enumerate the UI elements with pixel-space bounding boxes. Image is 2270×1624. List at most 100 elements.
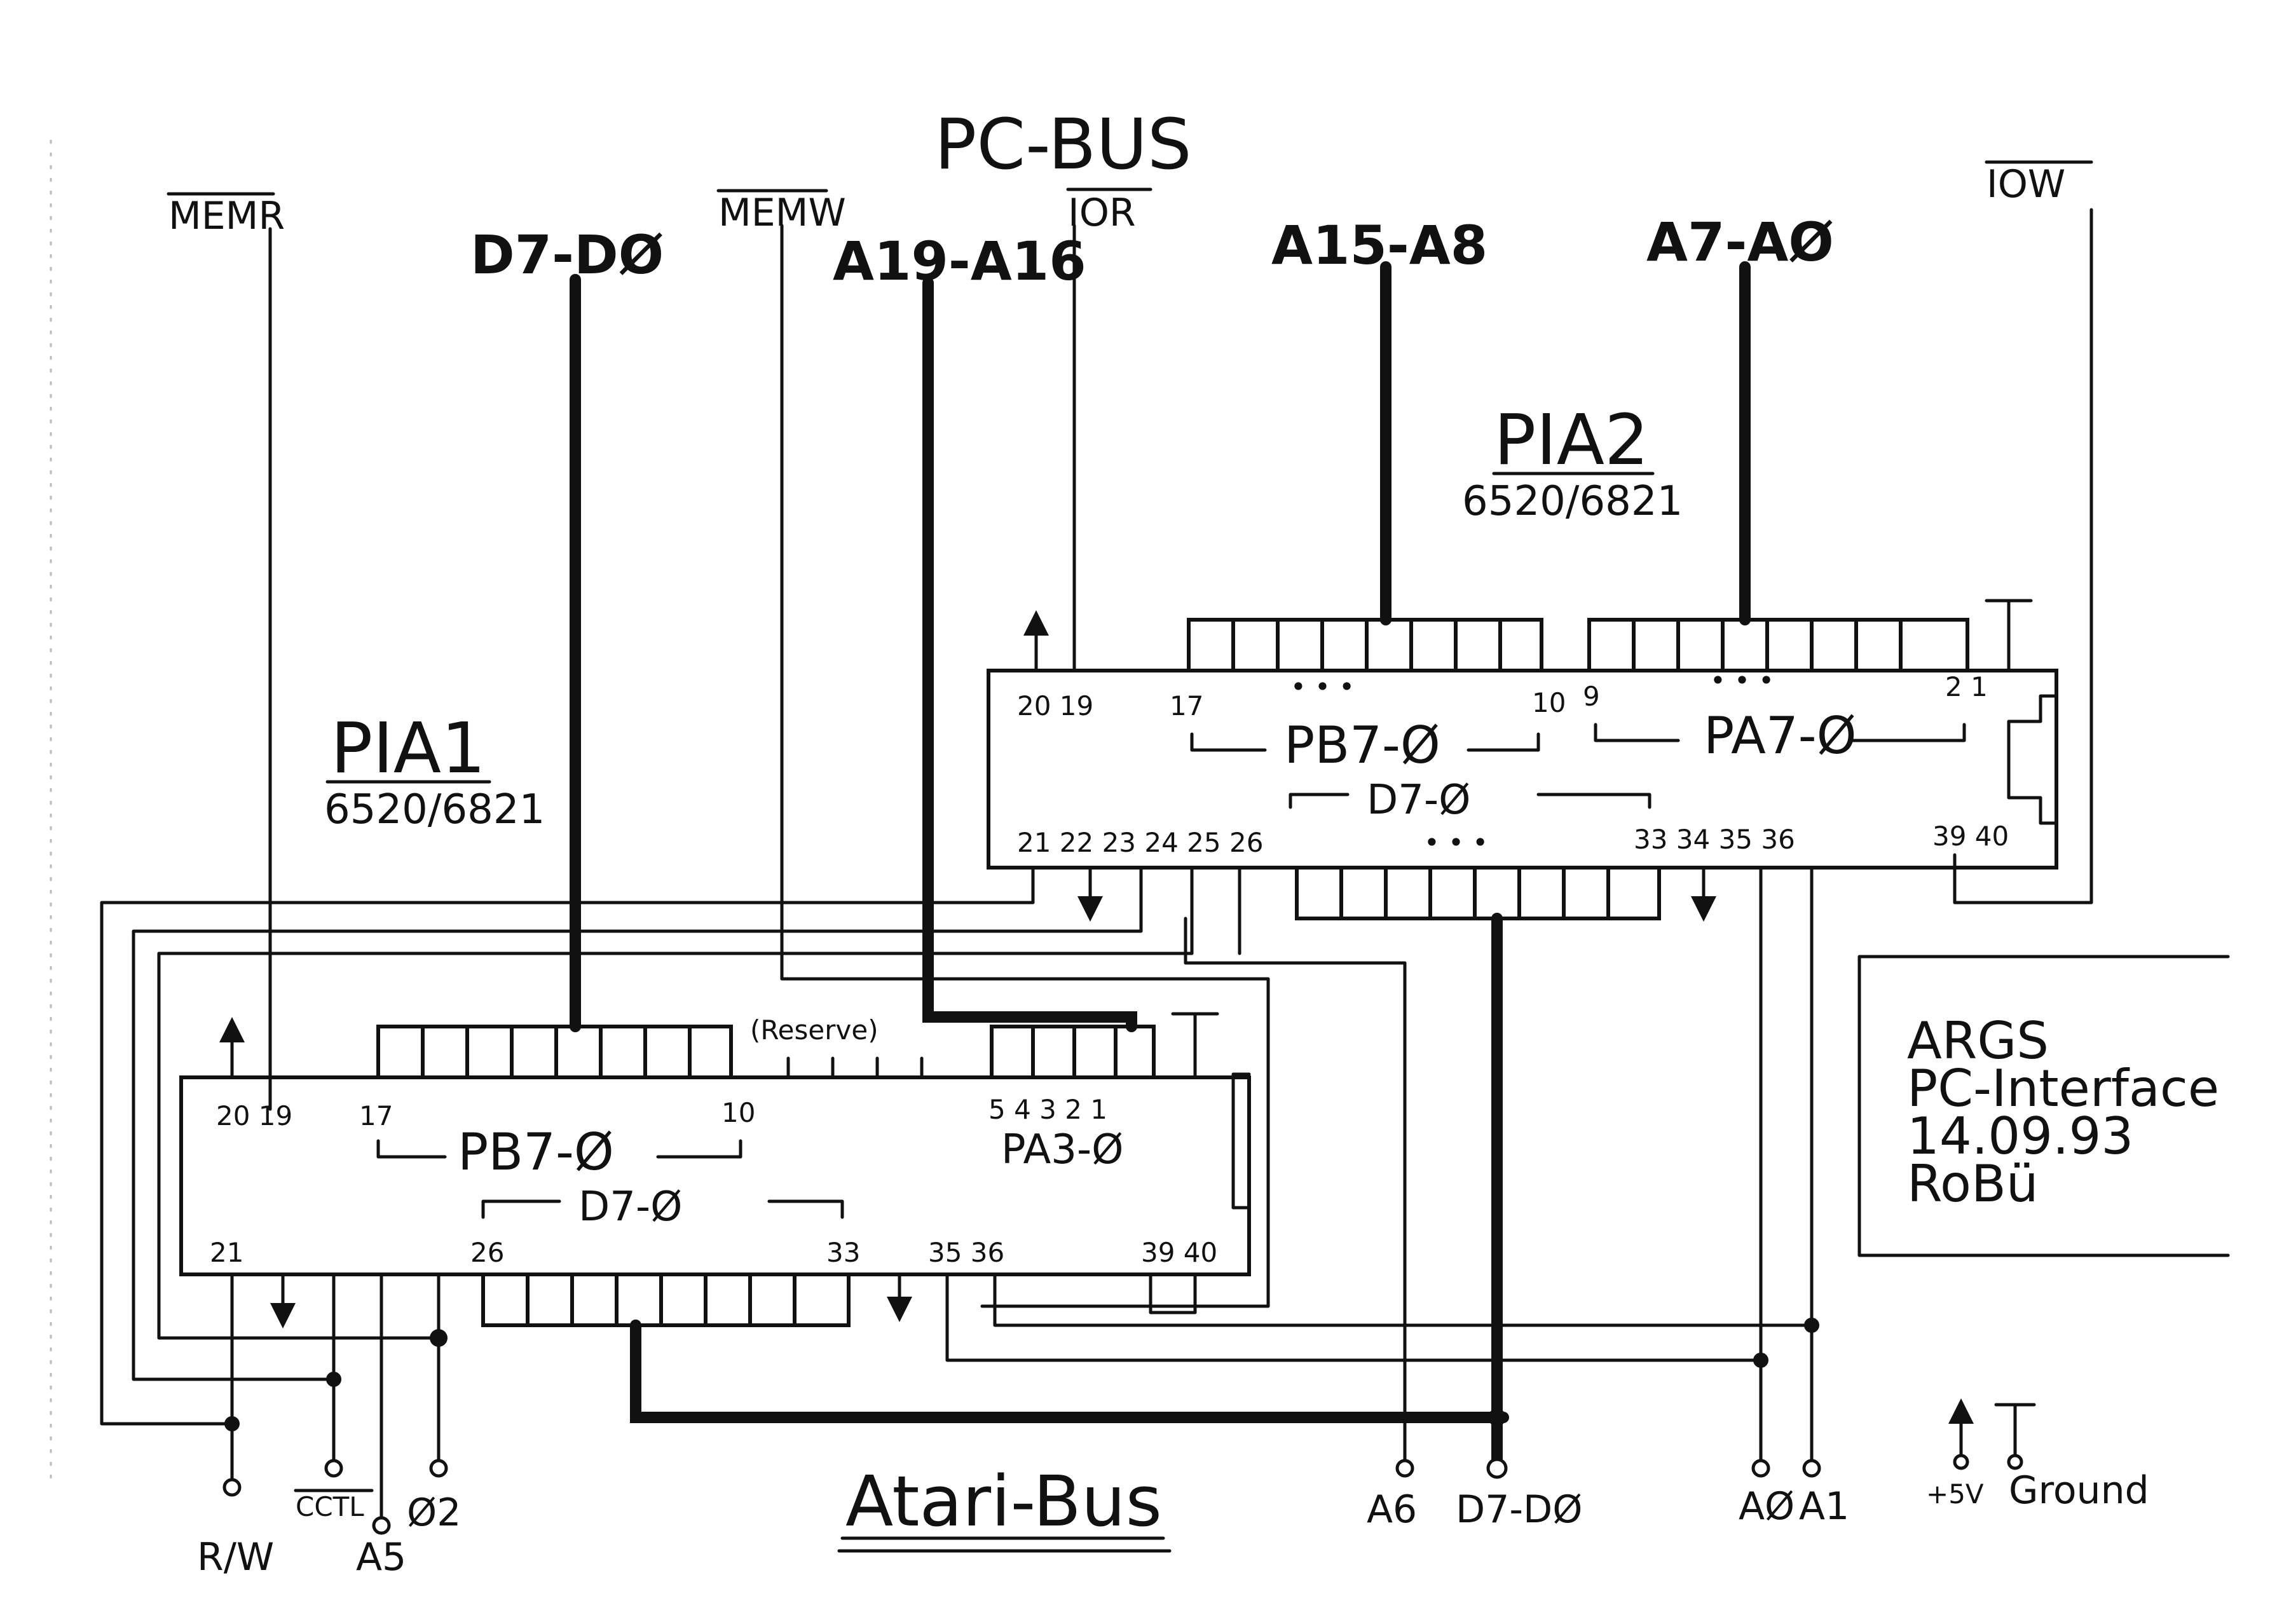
pia2-pin-9: 9 xyxy=(1583,681,1600,712)
pia2-25-to-phi2-wire xyxy=(157,866,1194,1340)
atari-rw-label: R/W xyxy=(197,1535,274,1580)
pia2-bottom-dots: • • • xyxy=(1424,827,1488,858)
atari-bus-title: Atari-Bus xyxy=(845,1461,1162,1542)
pia1-pa-pins xyxy=(990,1025,1156,1077)
pia2-pb-pins xyxy=(1187,618,1543,671)
pia2-chip xyxy=(987,669,2058,870)
pc-a19-a16-label: A19-A16 xyxy=(833,230,1086,292)
pia2-d-label: D7-Ø xyxy=(1367,777,1470,824)
pia2-pa-pins xyxy=(1587,618,1969,671)
pc-memr-label: MEMR xyxy=(168,194,285,238)
a1-junction xyxy=(1804,1318,1819,1333)
legend-plus5v-label: +5V xyxy=(1926,1478,1984,1510)
title-block-frame xyxy=(1857,955,2230,1257)
atari-cctl-label: CCTL xyxy=(296,1491,364,1522)
pia1-pin-10: 10 xyxy=(721,1097,755,1128)
a1-terminal xyxy=(1802,1459,1821,1478)
pc-bus-title: PC-BUS xyxy=(934,104,1192,185)
atari-a5-label: A5 xyxy=(356,1535,406,1580)
a0-junction xyxy=(1753,1353,1768,1368)
cctl-terminal xyxy=(324,1459,343,1478)
pia1-ground-pin xyxy=(1171,1012,1219,1079)
pia1-pb-label: PB7-Ø xyxy=(458,1122,614,1182)
data-junction xyxy=(1488,1409,1506,1426)
pia1-d-bracket xyxy=(481,1199,844,1219)
title-line-4: RoBü xyxy=(1907,1154,2039,1213)
atari-data-bus-pia1 xyxy=(630,1320,1509,1423)
legend-ground-label: Ground xyxy=(2009,1468,2149,1513)
pia2-side-loop xyxy=(2007,694,2058,825)
a0-terminal xyxy=(1751,1459,1770,1478)
a0-wire xyxy=(945,866,1763,1362)
title-line-3: 14.09.93 xyxy=(1907,1107,2133,1166)
pia2-pb-bracket xyxy=(1190,732,1540,752)
atari-phi2-label: Ø2 xyxy=(407,1491,461,1535)
pia1-pin-33: 33 xyxy=(826,1237,860,1268)
a1-wire xyxy=(993,866,1814,1327)
pc-a15-a8-label: A15-A8 xyxy=(1271,214,1487,276)
pia1-side-loop xyxy=(1231,1072,1251,1210)
pia1-d-label: D7-Ø xyxy=(578,1184,682,1231)
pia1-39-40-link xyxy=(1149,1273,1197,1314)
pia1-chip xyxy=(179,1075,1251,1276)
pia2-pa-dots: • • • xyxy=(1710,665,1774,696)
d7-d0-terminal xyxy=(1486,1457,1508,1479)
pia2-21-to-rw-wire xyxy=(100,866,1035,1426)
a6-wire xyxy=(1184,917,1407,1464)
pia1-pin-20-19: 20 19 xyxy=(216,1100,292,1131)
pia2-pa-bracket xyxy=(1594,723,1966,742)
pia1-name: PIA1 xyxy=(331,707,486,789)
pia2-vcc-arrow-icon xyxy=(1023,610,1049,636)
pc-iow-label: IOW xyxy=(1986,162,2065,207)
title-line-1: ARGS xyxy=(1907,1011,2049,1070)
pia2-pin-17: 17 xyxy=(1170,690,1203,721)
pia2-34-ground-arrow-icon xyxy=(1691,896,1716,922)
pia2-pa-label: PA7-Ø xyxy=(1704,706,1857,765)
pia1-pin-26: 26 xyxy=(470,1237,504,1268)
legend-ground-terminal xyxy=(2007,1454,2023,1470)
pia2-pb-dots: • • • xyxy=(1290,671,1355,702)
pia1-pins-35-36: 35 36 xyxy=(928,1237,1004,1268)
pia1-pb-bracket xyxy=(376,1139,742,1159)
pia1-vcc-arrow-icon xyxy=(219,1017,245,1042)
pia1-reserve-pins xyxy=(786,1056,924,1079)
iow-wire xyxy=(1953,208,2093,904)
pia2-d-pins xyxy=(1295,868,1661,920)
legend-vcc-terminal xyxy=(1953,1454,1969,1470)
a5-terminal xyxy=(372,1516,391,1535)
plus5v-arrow-icon xyxy=(1948,1398,1974,1424)
pia2-23-to-cctl-wire xyxy=(132,866,1143,1381)
cctl-junction xyxy=(326,1372,341,1387)
pc-d7-d0-label: D7-DØ xyxy=(470,224,664,286)
pia2-pb-label: PB7-Ø xyxy=(1284,716,1440,775)
pia1-pb-pins xyxy=(376,1025,733,1077)
pia2-22-ground-arrow-icon xyxy=(1077,896,1103,922)
pia2-pins-39-40: 39 40 xyxy=(1932,821,2009,852)
pia1-pin-21: 21 xyxy=(210,1237,243,1268)
pia1-type: 6520/6821 xyxy=(324,786,545,833)
pia2-pin-10: 10 xyxy=(1532,687,1566,718)
pia2-ground-pin xyxy=(1985,599,2033,672)
memw-wire xyxy=(780,224,1270,1308)
pia1-reserve-label: (Reserve) xyxy=(750,1014,879,1046)
pc-a7-a0-label: A7-AØ xyxy=(1646,211,1834,273)
pia2-d-bracket xyxy=(1289,793,1651,809)
pia2-pin-20-19: 20 19 xyxy=(1017,690,1093,721)
pia1-22-arrow-icon xyxy=(270,1303,296,1328)
atari-a6-label: A6 xyxy=(1367,1487,1417,1532)
atari-a1-label: A1 xyxy=(1799,1484,1849,1529)
a6-terminal xyxy=(1395,1459,1414,1478)
title-line-2: PC-Interface xyxy=(1907,1059,2219,1118)
pc-ior-label: IOR xyxy=(1068,191,1136,235)
ground-symbol-icon xyxy=(1994,1403,2036,1464)
pia2-pins-33-36: 33 34 35 36 xyxy=(1634,824,1795,855)
pia1-d-pins xyxy=(481,1274,851,1327)
atari-a0-label: AØ xyxy=(1739,1484,1795,1529)
pia1-pins-39-40: 39 40 xyxy=(1141,1237,1217,1268)
pia1-pin-17: 17 xyxy=(359,1100,393,1131)
pia1-34-arrow-icon xyxy=(887,1297,912,1322)
pia2-pin-2-1: 2 1 xyxy=(1945,671,1988,702)
phi2-terminal xyxy=(429,1459,448,1478)
